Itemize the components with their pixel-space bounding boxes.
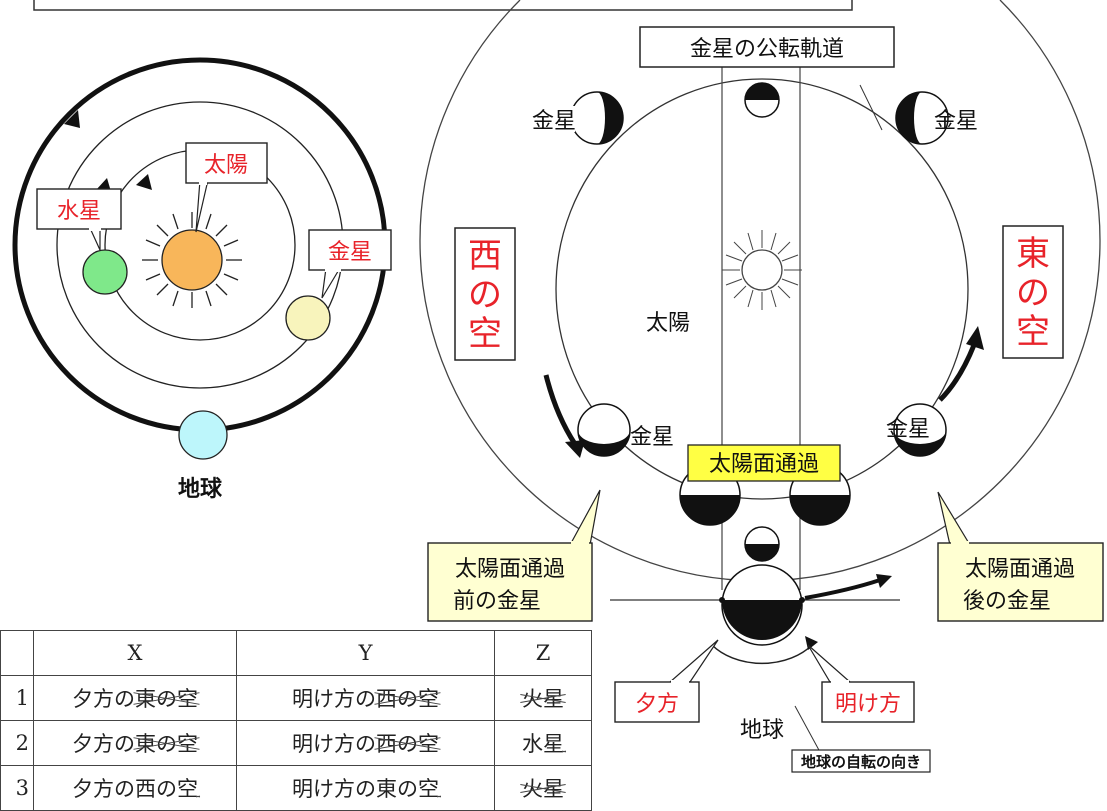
- transit-label: 太陽面通過: [709, 452, 819, 477]
- venus-planet-icon: [285, 295, 331, 341]
- row-number: 2: [0, 720, 34, 766]
- cell-z: 水星: [494, 720, 592, 766]
- left-solar-diagram: 太陽 水星 金星 地球: [12, 57, 392, 502]
- cell-y: 明け方の西の空: [236, 675, 495, 721]
- center-sun-rays: [722, 230, 802, 310]
- cell-y: 明け方の東の空: [236, 765, 495, 811]
- orbit-arrow-bottom: [804, 578, 881, 600]
- cell-text: 夕方の: [72, 687, 135, 711]
- center-sun-icon: [741, 249, 783, 291]
- east-sky-char-3: 空: [1016, 312, 1050, 352]
- sun-label: 太陽: [204, 153, 248, 178]
- orbit-arrow-left: [543, 374, 578, 446]
- orbit-arrow-left-icon: [565, 440, 585, 458]
- struck-text: 東の空: [135, 728, 198, 758]
- earth-planet-icon: [178, 410, 228, 460]
- earth-bottom-label: 地球: [740, 718, 784, 743]
- answer-table: X Y Z 1 夕方の東の空 明け方の西の空 火星 2 夕方の東の空 明け方の西…: [0, 630, 592, 811]
- struck-text: 西の空: [376, 728, 439, 758]
- west-sky-char-3: 空: [468, 314, 502, 354]
- struck-text: 火星: [522, 683, 564, 713]
- dawn-label-box: [821, 681, 915, 723]
- orbit-leader-line: [859, 84, 883, 131]
- rotation-leader-line: [794, 705, 821, 753]
- diagram-stage: 太陽 水星 金星 地球 金星の公転軌道: [0, 0, 1107, 774]
- orbit-arrow-right-icon: [966, 326, 984, 350]
- cell-text: 明け方の東の空: [292, 777, 439, 801]
- table-header-cell: [0, 630, 34, 676]
- east-sky-char-1: 東: [1016, 234, 1050, 274]
- orbit-arrow-icon: [136, 174, 152, 190]
- orbit-arrow-right: [938, 344, 977, 402]
- orbit-arrow-icon: [64, 110, 80, 128]
- east-sky-char-2: の: [1016, 273, 1050, 313]
- venus-label-box: [308, 229, 392, 271]
- table-header-row: X Y Z: [0, 630, 592, 676]
- mercury-planet-icon: [82, 249, 128, 295]
- table-row: 1 夕方の東の空 明け方の西の空 火星: [0, 675, 592, 721]
- evening-label: 夕方: [635, 692, 679, 717]
- cell-x: 夕方の東の空: [33, 720, 237, 766]
- venus-label-lower-left: 金星: [630, 425, 674, 450]
- table-header-cell: X: [33, 630, 237, 676]
- orbit-arrow-bottom-icon: [876, 574, 892, 588]
- earth-label: 地球: [178, 477, 223, 502]
- cell-text: 夕方の西の空: [72, 777, 198, 801]
- table-row: 2 夕方の東の空 明け方の西の空 水星: [0, 720, 592, 766]
- venus-label-lower-right: 金星: [886, 417, 930, 442]
- cell-text: 水星: [522, 732, 564, 756]
- orbit-label: 金星の公転軌道: [690, 37, 844, 62]
- table-header-cell: Y: [236, 630, 495, 676]
- evening-label-box: [614, 681, 700, 723]
- cell-x: 夕方の東の空: [33, 675, 237, 721]
- sun-icon: [161, 229, 223, 291]
- west-sky-char-1: 西: [468, 236, 502, 276]
- struck-text: 西の空: [376, 683, 439, 713]
- transit-label-box: [687, 444, 841, 482]
- west-sky-box: [454, 227, 516, 361]
- right-venus-diagram: 金星の公転軌道 太陽 金星 金星 金星: [419, 0, 1104, 773]
- venus-label-upper-left: 金星: [532, 109, 576, 134]
- before-transit-line-1: 太陽面通過: [455, 557, 565, 582]
- rotation-arc: [711, 644, 813, 665]
- struck-text: 東の空: [135, 683, 198, 713]
- after-transit-box: [937, 542, 1104, 622]
- cell-text: 明け方の: [292, 732, 376, 756]
- sun-rays: [142, 212, 242, 308]
- mercury-label-box: [36, 188, 122, 230]
- venus-label-upper-right: 金星: [934, 109, 978, 134]
- west-sky-char-2: の: [468, 275, 502, 315]
- sun-label-box: [185, 142, 268, 184]
- after-transit-line-2: 後の金星: [963, 589, 1051, 614]
- cell-z: 火星: [494, 675, 592, 721]
- venus-label: 金星: [328, 240, 372, 265]
- cell-text: 明け方の: [292, 687, 376, 711]
- cell-y: 明け方の西の空: [236, 720, 495, 766]
- table-header-cell: Z: [494, 630, 592, 676]
- row-number: 3: [0, 765, 34, 811]
- cell-text: 夕方の: [72, 732, 135, 756]
- center-sun-label: 太陽: [646, 311, 690, 336]
- venus-orbit-right: [555, 78, 969, 500]
- top-frame: [33, 0, 853, 11]
- dawn-label: 明け方: [835, 692, 901, 717]
- orbit-label-box: [639, 26, 895, 68]
- after-transit-line-1: 太陽面通過: [965, 557, 1075, 582]
- rotation-label: 地球の自転の向き: [801, 753, 921, 771]
- struck-text: 火星: [522, 773, 564, 803]
- cell-z: 火星: [494, 765, 592, 811]
- cell-x: 夕方の西の空: [33, 765, 237, 811]
- before-transit-box: [427, 542, 593, 622]
- diagram-canvas: 太陽 水星 金星 地球 金星の公転軌道: [12, 0, 1104, 773]
- before-transit-line-2: 前の金星: [453, 589, 541, 614]
- table-row: 3 夕方の西の空 明け方の東の空 火星: [0, 765, 592, 811]
- rotation-label-box: [791, 749, 931, 773]
- row-number: 1: [0, 675, 34, 721]
- east-sky-box: [1002, 225, 1064, 359]
- mercury-label: 水星: [57, 199, 101, 224]
